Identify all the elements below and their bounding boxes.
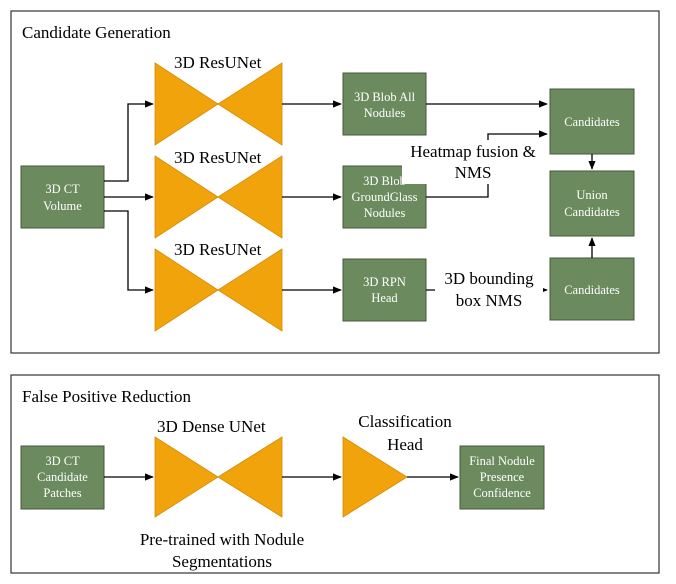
ct-volume-line-2: Volume [43, 199, 82, 213]
resunet-label-1: 3D ResUNet [174, 53, 262, 72]
resunet-shape-2 [154, 155, 283, 239]
ct-candidate-patches-box: 3D CT Candidate Patches [20, 445, 105, 510]
classification-label-line-1: Classification [358, 412, 452, 431]
patches-line-1: 3D CT [45, 454, 80, 468]
rpn-head-box: 3D RPN Head [342, 258, 427, 322]
dense-unet-label: 3D Dense UNet [157, 417, 266, 436]
blob-all-line-1: 3D Blob All [354, 90, 416, 104]
pretrained-label-line-1: Pre-trained with Nodule [140, 530, 304, 549]
arrow-input-to-unet-1 [104, 100, 154, 182]
bbox-label-line-1: 3D bounding [444, 269, 534, 288]
blob-all-nodules-box: 3D Blob All Nodules [342, 72, 427, 136]
false-positive-reduction-title: False Positive Reduction [22, 387, 192, 406]
pretrained-label-line-2: Segmentations [172, 552, 272, 571]
output-line-2: Presence [480, 470, 525, 484]
arrow-input-to-unet-3 [104, 210, 154, 294]
union-line-2: Candidates [564, 205, 620, 219]
bbox-label-line-2: box NMS [456, 291, 523, 310]
heatmap-label-line-1: Heatmap fusion & [410, 142, 536, 161]
candidates-bottom-box: Candidates [549, 257, 635, 321]
blob-gg-line-1: 3D Blob [363, 174, 406, 188]
bbox-label-bg [435, 266, 543, 312]
final-output-box: Final Nodule Presence Confidence [459, 445, 545, 510]
ct-volume-box: 3D CT Volume [20, 165, 105, 229]
blob-all-line-2: Nodules [364, 106, 406, 120]
blob-gg-line-3: Nodules [364, 206, 406, 220]
rpn-line-2: Head [371, 291, 398, 305]
candidates-bottom-label: Candidates [564, 283, 620, 297]
candidates-top-box: Candidates [549, 88, 635, 155]
patches-line-3: Patches [43, 486, 81, 500]
resunet-label-3: 3D ResUNet [174, 240, 262, 259]
union-candidates-box: Union Candidates [549, 170, 635, 237]
candidate-generation-title: Candidate Generation [22, 23, 171, 42]
union-line-1: Union [576, 188, 608, 202]
candidates-top-label: Candidates [564, 115, 620, 129]
resunet-label-2: 3D ResUNet [174, 148, 262, 167]
ct-volume-line-1: 3D CT [45, 182, 80, 196]
output-line-1: Final Nodule [469, 454, 535, 468]
classification-head-shape [342, 436, 408, 518]
patches-line-2: Candidate [37, 470, 88, 484]
rpn-line-1: 3D RPN [363, 275, 406, 289]
resunet-shape-1 [154, 62, 283, 146]
output-line-3: Confidence [473, 486, 531, 500]
blob-gg-line-2: GroundGlass [352, 190, 418, 204]
classification-label-line-2: Head [387, 435, 423, 454]
heatmap-label-bg [402, 140, 544, 184]
heatmap-label-line-2: NMS [455, 163, 492, 182]
